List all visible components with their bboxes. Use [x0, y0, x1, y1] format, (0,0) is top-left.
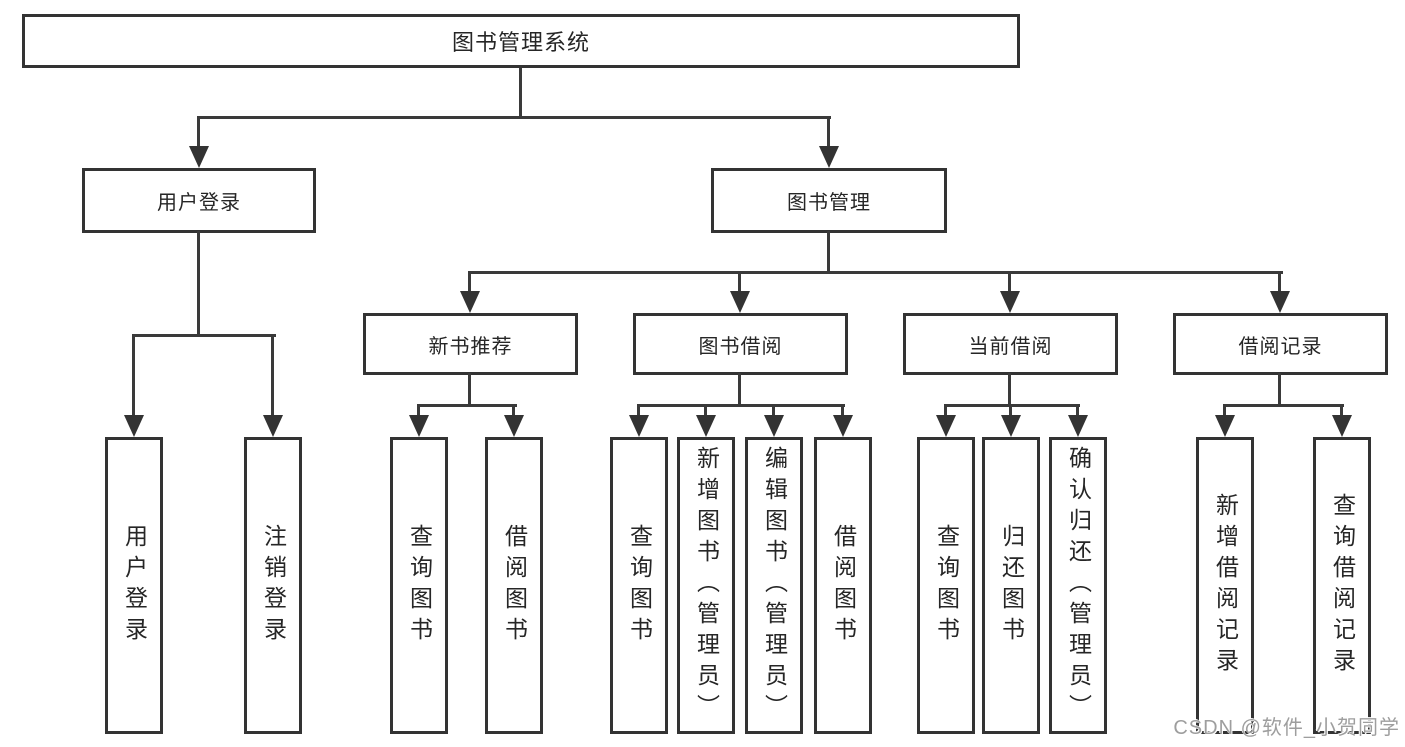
node-book-borrowing: 图书借阅: [633, 313, 848, 375]
node-label: 用户登录: [121, 523, 148, 648]
node-label: 借阅图书: [501, 523, 528, 648]
connector-line: [841, 404, 844, 419]
connector-line: [1223, 404, 1344, 407]
connector-line: [1278, 271, 1281, 295]
arrow-down-icon: [1001, 415, 1021, 437]
arrow-down-icon: [263, 415, 283, 437]
connector-line: [519, 68, 522, 118]
node-label: 确认归还（管理员）: [1065, 446, 1092, 725]
arrow-down-icon: [696, 415, 716, 437]
connector-line: [271, 334, 274, 419]
connector-line: [1340, 404, 1343, 419]
arrow-down-icon: [1332, 415, 1352, 437]
node-label: 查询借阅记录: [1329, 492, 1356, 679]
connector-line: [738, 373, 741, 407]
arrow-down-icon: [730, 291, 750, 313]
connector-line: [944, 404, 1080, 407]
arrow-down-icon: [764, 415, 784, 437]
leaf-query-books-recommend: 查询图书: [390, 437, 448, 734]
arrow-down-icon: [124, 415, 144, 437]
node-label: 新增借阅记录: [1212, 492, 1239, 679]
connector-line: [1076, 404, 1079, 419]
node-label: 编辑图书（管理员）: [761, 446, 788, 725]
node-label: 图书借阅: [698, 335, 783, 358]
connector-line: [132, 334, 276, 337]
connector-line: [417, 404, 517, 407]
connector-line: [637, 404, 845, 407]
arrow-down-icon: [1000, 291, 1020, 313]
connector-line: [827, 231, 830, 273]
node-label: 新书推荐: [428, 335, 513, 358]
arrow-down-icon: [460, 291, 480, 313]
connector-line: [704, 404, 707, 419]
leaf-add-borrow-record: 新增借阅记录: [1196, 437, 1254, 734]
connector-line: [1008, 271, 1011, 295]
node-label: 图书管理: [787, 192, 871, 214]
connector-line: [417, 404, 420, 419]
connector-line: [197, 231, 200, 337]
leaf-user-login: 用户登录: [105, 437, 163, 734]
arrow-down-icon: [1215, 415, 1235, 437]
leaf-borrow-books-borrowing: 借阅图书: [814, 437, 872, 734]
arrow-down-icon: [629, 415, 649, 437]
arrow-down-icon: [819, 146, 839, 168]
node-label: 当前借阅: [968, 335, 1053, 358]
connector-line: [944, 404, 947, 419]
arrow-down-icon: [504, 415, 524, 437]
node-label: 图书管理系统: [451, 30, 590, 55]
connector-line: [468, 271, 471, 295]
leaf-query-borrow-record: 查询借阅记录: [1313, 437, 1371, 734]
node-label: 注销登录: [260, 523, 287, 648]
connector-line: [468, 373, 471, 407]
connector-line: [512, 404, 515, 419]
arrow-down-icon: [189, 146, 209, 168]
node-library-management-system: 图书管理系统: [22, 14, 1020, 68]
node-label: 用户登录: [157, 192, 241, 214]
leaf-logout: 注销登录: [244, 437, 302, 734]
connector-line: [132, 334, 135, 419]
csdn-watermark: CSDN @软件_小贺同学: [1173, 717, 1400, 739]
arrow-down-icon: [409, 415, 429, 437]
arrow-down-icon: [936, 415, 956, 437]
node-borrowing-records: 借阅记录: [1173, 313, 1388, 375]
node-book-management: 图书管理: [711, 168, 947, 233]
node-label: 借阅记录: [1238, 335, 1323, 358]
node-label: 查询图书: [406, 523, 433, 648]
node-label: 借阅图书: [830, 523, 857, 648]
connector-line: [1223, 404, 1226, 419]
connector-line: [637, 404, 640, 419]
arrow-down-icon: [1068, 415, 1088, 437]
connector-line: [1278, 373, 1281, 407]
leaf-query-books-borrowing: 查询图书: [610, 437, 668, 734]
node-label: 查询图书: [933, 523, 960, 648]
connector-line: [468, 271, 1283, 274]
node-label: 查询图书: [626, 523, 653, 648]
arrow-down-icon: [833, 415, 853, 437]
leaf-edit-book-admin: 编辑图书（管理员）: [745, 437, 803, 734]
leaf-confirm-return-admin: 确认归还（管理员）: [1049, 437, 1107, 734]
node-label: 新增图书（管理员）: [693, 446, 720, 725]
connector-line: [1008, 373, 1011, 407]
connector-line: [738, 271, 741, 295]
leaf-add-book-admin: 新增图书（管理员）: [677, 437, 735, 734]
node-label: 归还图书: [998, 523, 1025, 648]
connector-line: [1009, 404, 1012, 419]
leaf-borrow-books-recommend: 借阅图书: [485, 437, 543, 734]
node-new-book-recommend: 新书推荐: [363, 313, 578, 375]
connector-line: [827, 116, 830, 150]
node-user-login: 用户登录: [82, 168, 316, 233]
arrow-down-icon: [1270, 291, 1290, 313]
leaf-return-books: 归还图书: [982, 437, 1040, 734]
leaf-query-books-current: 查询图书: [917, 437, 975, 734]
node-current-borrowing: 当前借阅: [903, 313, 1118, 375]
connector-line: [197, 116, 200, 150]
connector-line: [197, 116, 831, 119]
connector-line: [772, 404, 775, 419]
